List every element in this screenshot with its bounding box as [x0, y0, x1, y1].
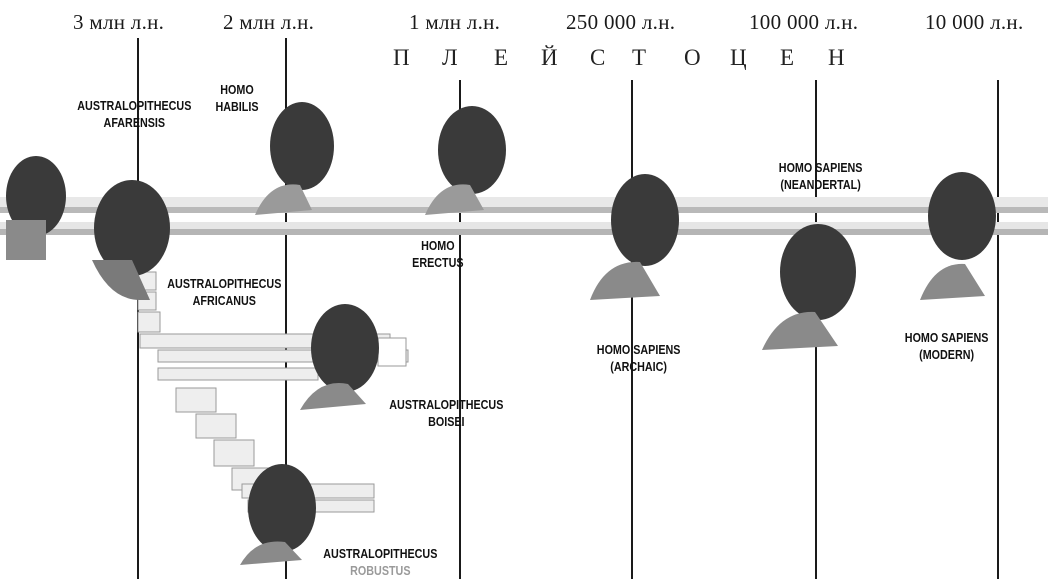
- label-boisei-line2: BOISEI: [389, 414, 503, 431]
- figure-afarensis: [92, 180, 170, 300]
- label-neandertal: HOMO SAPIENS (NEANDERTAL): [779, 160, 863, 194]
- label-archaic: HOMO SAPIENS (ARCHAIC): [597, 342, 681, 376]
- label-archaic-line1: HOMO SAPIENS: [597, 342, 681, 359]
- label-afarensis: AUSTRALOPITHECUS AFARENSIS: [77, 98, 191, 132]
- figure-modern: [920, 172, 996, 300]
- label-modern-line1: HOMO SAPIENS: [905, 330, 989, 347]
- label-modern: HOMO SAPIENS (MODERN): [905, 330, 989, 364]
- label-neandertal-line2: (NEANDERTAL): [779, 177, 863, 194]
- figure-archaic: [590, 174, 679, 300]
- figure-neandertal: [762, 224, 856, 350]
- label-archaic-line2: (ARCHAIC): [597, 359, 681, 376]
- label-afarensis-line2: AFARENSIS: [77, 115, 191, 132]
- label-habilis: HOMO HABILIS: [216, 82, 259, 116]
- label-africanus: AUSTRALOPITHECUS AFRICANUS: [167, 276, 281, 310]
- label-boisei: AUSTRALOPITHECUS BOISEI: [389, 397, 503, 431]
- figure-left-edge: [6, 156, 66, 260]
- label-habilis-line1: HOMO: [216, 82, 259, 99]
- label-afarensis-line1: AUSTRALOPITHECUS: [77, 98, 191, 115]
- label-africanus-line1: AUSTRALOPITHECUS: [167, 276, 281, 293]
- label-robustus: AUSTRALOPITHECUS ROBUSTUS: [323, 546, 437, 580]
- label-neandertal-line1: HOMO SAPIENS: [779, 160, 863, 177]
- label-erectus-line1: HOMO: [412, 238, 463, 255]
- label-robustus-line1: AUSTRALOPITHECUS: [323, 546, 437, 563]
- figure-boisei: [300, 304, 379, 410]
- label-africanus-line2: AFRICANUS: [167, 293, 281, 310]
- label-robustus-line2: ROBUSTUS: [323, 563, 437, 580]
- label-modern-line2: (MODERN): [905, 347, 989, 364]
- label-erectus-line2: ERECTUS: [412, 255, 463, 272]
- label-habilis-line2: HABILIS: [216, 99, 259, 116]
- label-erectus: HOMO ERECTUS: [412, 238, 463, 272]
- label-boisei-line1: AUSTRALOPITHECUS: [389, 397, 503, 414]
